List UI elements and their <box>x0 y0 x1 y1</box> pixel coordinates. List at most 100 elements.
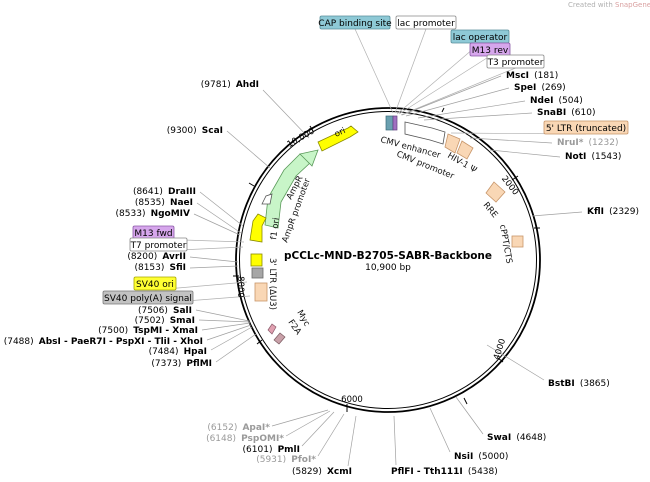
site-kflI[interactable]: KflI (2329) <box>587 199 639 218</box>
site-snabI[interactable]: SnaBI (610) <box>537 100 595 119</box>
site-name-nruI: NruI* <box>557 138 584 148</box>
credit-text: Created with <box>568 1 616 9</box>
site-scaI[interactable]: (9300) ScaI <box>167 118 223 137</box>
site-pos-avrII: (8200) <box>127 252 157 262</box>
site-sfiI[interactable]: (8153) SfiI <box>134 255 186 274</box>
feature-f1-ori: f1 ori <box>249 213 282 243</box>
label-box-text-t3prom: T3 promoter <box>487 58 544 68</box>
label-box-t3prom[interactable]: T3 promoter <box>487 54 545 69</box>
site-naeI[interactable]: (8535) NaeI <box>135 190 193 209</box>
backbone-inner <box>239 111 537 409</box>
site-speI[interactable]: SpeI (269) <box>514 75 566 94</box>
label-box-sv40polya[interactable]: SV40 poly(A) signal <box>102 290 194 305</box>
site-pos-absI: (7488) <box>4 337 34 347</box>
site-pos-salI: (7506) <box>138 306 168 316</box>
site-name-pfoI: PfoI* <box>291 455 316 465</box>
site-leader-kflI <box>531 211 583 217</box>
tick-label-1: 4000 <box>492 338 508 362</box>
feature-rre-label: RRE <box>481 201 500 221</box>
restriction-sites: MscI (181)SpeI (269)NdeI (504)SnaBI (610… <box>4 63 639 478</box>
site-leader-ngoMIV <box>193 213 241 236</box>
site-pos-swaI: (4648) <box>516 433 546 443</box>
label-box-lacop[interactable]: lac operator <box>450 29 510 44</box>
site-leader-smaI <box>198 319 251 323</box>
site-pos-ngoMIV: (8533) <box>116 209 146 219</box>
site-leader-ndeI <box>417 100 526 119</box>
label-box-text-t7prom: T7 promoter <box>130 241 187 251</box>
feature-ori-label: ori <box>333 126 347 140</box>
site-leader-avrII <box>189 256 239 263</box>
site-name-ndeI: NdeI <box>530 96 553 106</box>
site-salI[interactable]: (7506) SalI <box>138 298 192 317</box>
site-pos-snabI: (610) <box>571 108 595 118</box>
feature-cppt-label: cPPT/CTS <box>497 224 514 265</box>
tick-marks <box>233 107 540 412</box>
feature-f1-ori-label: f1 ori <box>269 217 282 240</box>
site-tspMI[interactable]: (7500) TspMI - XmaI <box>98 318 198 337</box>
site-name-swaI: SwaI <box>487 433 511 443</box>
site-hpaI[interactable]: (7484) HpaI <box>149 339 207 358</box>
site-nruI[interactable]: NruI* (1232) <box>557 130 618 149</box>
site-pos-scaI: (9300) <box>167 126 197 136</box>
feature-f2a: F2A <box>273 318 303 345</box>
label-box-lacprom[interactable]: lac promoter <box>395 15 457 30</box>
label-box-m13fwd[interactable]: M13 fwd <box>132 225 175 240</box>
site-notI[interactable]: NotI (1543) <box>565 144 621 163</box>
site-name-snabI: SnaBI <box>537 108 566 118</box>
site-mscI[interactable]: MscI (181) <box>506 63 558 82</box>
box-leader-t3prom <box>400 67 516 116</box>
site-pos-pflfi: (5438) <box>468 467 498 477</box>
site-psPOMI[interactable]: (6148) PspOMI* <box>206 426 284 445</box>
site-name-tspMI: TspMI - XmaI <box>133 326 198 336</box>
site-leader-draIII <box>199 191 244 227</box>
site-pos-apaI: (6152) <box>207 423 237 433</box>
site-smaI[interactable]: (7502) SmaI <box>135 308 195 327</box>
site-absI[interactable]: (7488) AbsI - PaeR7I - PspXI - TliI - Xh… <box>4 329 203 348</box>
label-box-ltr5[interactable]: 5' LTR (truncated) <box>543 120 629 135</box>
site-pos-kflI: (2329) <box>609 207 639 217</box>
feature-ampr-promoter <box>261 193 273 205</box>
site-name-absI: AbsI - PaeR7I - PspXI - TliI - XhoI <box>39 337 203 347</box>
leader-lines <box>147 28 587 467</box>
site-name-smaI: SmaI <box>170 316 195 326</box>
site-nsiI[interactable]: NsiI (5000) <box>454 444 508 463</box>
label-box-t7prom[interactable]: T7 promoter <box>130 237 188 252</box>
site-draIII[interactable]: (8641) DraIII <box>133 179 196 198</box>
site-pos-ndeI: (504) <box>559 96 583 106</box>
site-apaI[interactable]: (6152) ApaI* <box>207 415 270 434</box>
site-pos-xcmI: (5829) <box>292 467 322 477</box>
site-ngoMIV[interactable]: (8533) NgoMIV <box>116 201 190 220</box>
site-leader-salI <box>195 309 250 322</box>
label-box-m13rev[interactable]: M13 rev <box>469 42 511 57</box>
site-pos-notI: (1543) <box>591 152 621 162</box>
plasmid-size: 10,900 bp <box>365 263 411 273</box>
feature-lac-cluster <box>385 115 398 131</box>
site-pos-sfiI: (8153) <box>134 263 164 273</box>
site-avrII[interactable]: (8200) AvrII <box>127 244 186 263</box>
site-pfoI[interactable]: (5931) PfoI* <box>256 447 316 466</box>
site-pflMI[interactable]: (7373) PflMI <box>151 351 212 370</box>
label-box-text-lacprom: lac promoter <box>397 19 455 29</box>
label-box-text-ltr5: 5' LTR (truncated) <box>546 124 626 134</box>
site-name-salI: SalI <box>173 306 192 316</box>
site-pos-mscI: (181) <box>534 71 558 81</box>
site-pos-bstbI: (3865) <box>580 379 610 389</box>
label-box-sv40ori[interactable]: SV40 ori <box>133 276 177 291</box>
site-name-scaI: ScaI <box>202 126 223 136</box>
site-ahdI[interactable]: (9781) AhdI <box>201 72 259 91</box>
box-leader-m13rev <box>398 55 491 115</box>
label-box-cap[interactable]: CAP binding site <box>318 15 392 30</box>
site-pmlI[interactable]: (6101) PmlI <box>243 437 300 456</box>
site-pflfi[interactable]: PflFI - Tth111I (5438) <box>391 459 498 478</box>
site-xcmI[interactable]: (5829) XcmI <box>292 459 352 478</box>
site-swaI[interactable]: SwaI (4648) <box>487 425 546 444</box>
site-bstbI[interactable]: BstBI (3865) <box>548 371 610 390</box>
site-leader-bstbI <box>486 344 545 381</box>
site-name-pflMI: PflMI <box>186 359 212 369</box>
label-box-text-m13fwd: M13 fwd <box>134 229 172 239</box>
site-pos-naeI: (8535) <box>135 198 165 208</box>
feature-cmv-enhancer: CMV enhancer CMV promoter <box>379 121 456 182</box>
site-ndeI[interactable]: NdeI (504) <box>530 88 583 107</box>
plasmid-name: pCCLc-MND-B2705-SABR-Backbone <box>284 250 492 262</box>
site-leader-pflMI <box>215 333 257 363</box>
